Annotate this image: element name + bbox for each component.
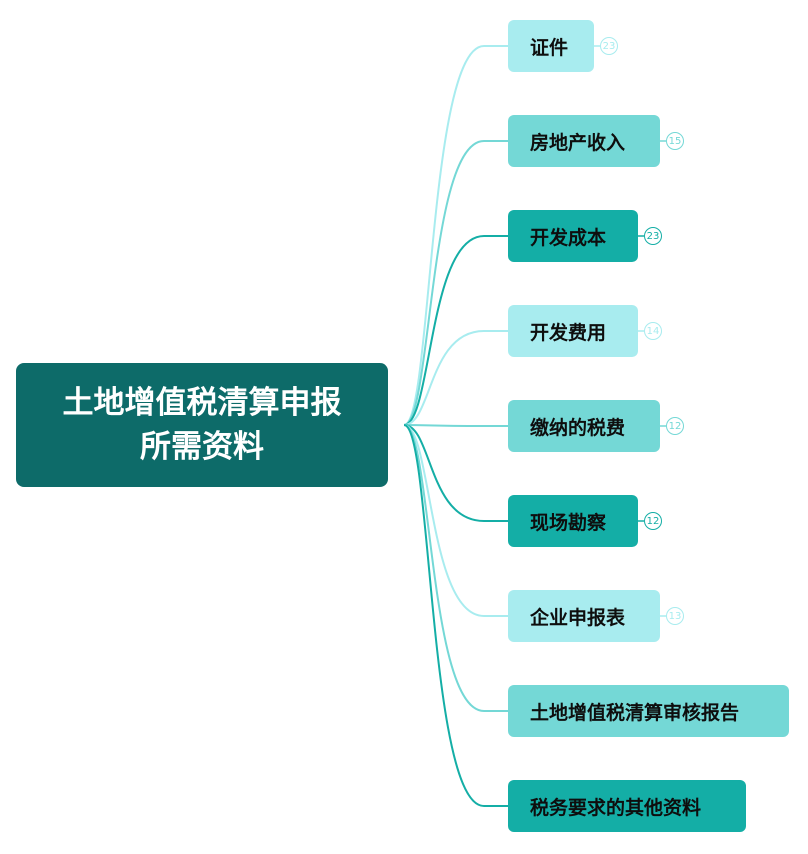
connector-line — [403, 235, 508, 426]
branch-topic-label: 税务要求的其他资料 — [530, 796, 702, 819]
root-topic[interactable]: 土地增值税清算申报 所需资料 — [16, 363, 388, 487]
connector-line — [403, 424, 508, 522]
collapsed-count-badge[interactable]: 15 — [666, 132, 684, 150]
branch-topic[interactable]: 税务要求的其他资料 — [508, 780, 746, 832]
branch-topic[interactable]: 缴纳的税费 — [508, 400, 660, 452]
branch-topic[interactable]: 企业申报表 — [508, 590, 660, 642]
branch-topic[interactable]: 开发费用 — [508, 305, 638, 357]
collapsed-count-badge[interactable]: 23 — [644, 227, 662, 245]
branch-topic[interactable]: 现场勘察 — [508, 495, 638, 547]
connector-line — [403, 424, 508, 617]
branch-topic-label: 土地增值税清算审核报告 — [530, 701, 740, 724]
collapsed-count-badge[interactable]: 13 — [666, 607, 684, 625]
branch-topic[interactable]: 证件 — [508, 20, 594, 72]
connector-line — [403, 424, 508, 427]
branch-topic[interactable]: 开发成本 — [508, 210, 638, 262]
collapsed-count-badge[interactable]: 12 — [644, 512, 662, 530]
connector-line — [403, 45, 508, 426]
branch-topic-label: 缴纳的税费 — [530, 416, 626, 439]
collapsed-count-badge[interactable]: 23 — [600, 37, 618, 55]
collapsed-count-badge[interactable]: 12 — [666, 417, 684, 435]
connector-line — [403, 140, 508, 426]
root-topic-line-2: 所需资料 — [140, 429, 264, 465]
connector-line — [403, 424, 508, 807]
root-topic-line-1: 土地增值税清算申报 — [62, 385, 342, 421]
connector-line — [403, 330, 508, 426]
branch-topic[interactable]: 土地增值税清算审核报告 — [508, 685, 789, 737]
branch-topic-label: 证件 — [530, 36, 569, 59]
branch-topic-label: 房地产收入 — [530, 131, 626, 154]
branch-topic-label: 开发成本 — [530, 226, 607, 249]
collapsed-count-badge[interactable]: 14 — [644, 322, 662, 340]
branch-topic-label: 开发费用 — [530, 321, 607, 344]
branch-topic-label: 企业申报表 — [530, 606, 626, 629]
branch-topic-label: 现场勘察 — [530, 511, 607, 534]
connector-line — [403, 424, 508, 712]
branch-topic[interactable]: 房地产收入 — [508, 115, 660, 167]
